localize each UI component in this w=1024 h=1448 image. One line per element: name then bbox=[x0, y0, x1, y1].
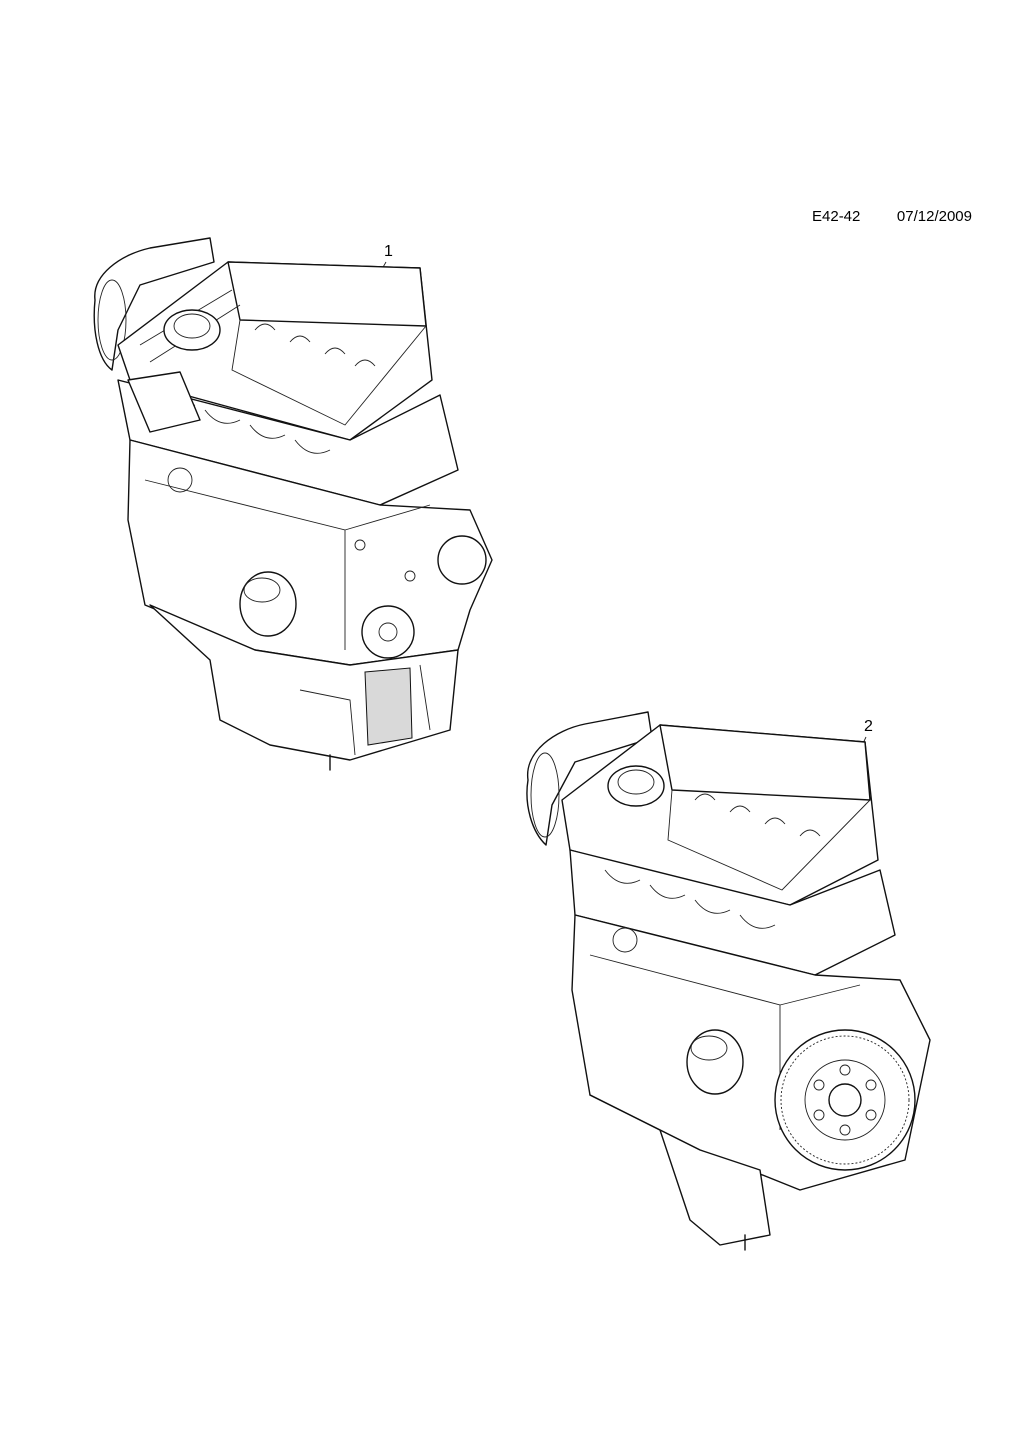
drawing-header: E42-42 07/12/2009 bbox=[812, 208, 972, 225]
engine-assembly-2[interactable] bbox=[526, 711, 931, 1251]
drawing-date: 07/12/2009 bbox=[896, 208, 972, 225]
callout-1[interactable]: 1 bbox=[384, 243, 393, 260]
callout-2[interactable]: 2 bbox=[864, 718, 873, 735]
engine-assembly-1[interactable] bbox=[93, 237, 493, 771]
drawing-code: E42-42 bbox=[812, 208, 861, 225]
